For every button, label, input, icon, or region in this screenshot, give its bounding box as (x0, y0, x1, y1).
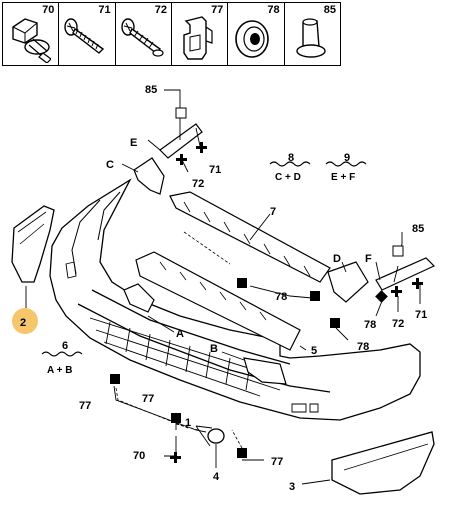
parts-legend-bar: 70 71 72 77 (2, 2, 341, 66)
screw-icon (64, 18, 105, 54)
fastener-markers (110, 107, 423, 463)
callout-78-mid: 78 (275, 291, 287, 303)
parts-cell-78[interactable]: 78 (228, 3, 285, 65)
screw-72-cross-top (176, 154, 187, 165)
parts-cell-72[interactable]: 72 (116, 3, 172, 65)
kit-6-number: 6 (62, 340, 68, 352)
part-number: 78 (267, 4, 280, 16)
callout-71-right: 71 (415, 309, 427, 321)
kit-9-number: 9 (344, 152, 350, 164)
clip-77-square-right (237, 448, 247, 458)
callout-A: A (176, 328, 184, 340)
kit-underlines (41, 161, 367, 357)
right-lower-trim[interactable] (331, 431, 435, 495)
grommet-icon (235, 20, 270, 58)
callout-1: 1 (185, 417, 191, 429)
grommet-78-square-lower (330, 318, 340, 328)
callout-E: E (130, 137, 137, 149)
callout-85-right: 85 (412, 223, 424, 235)
screw-71-cross-right (412, 278, 423, 289)
push-rivet-icon (295, 18, 326, 58)
callout-2: 2 (20, 317, 26, 329)
callout-3: 3 (289, 481, 295, 493)
absorber-teeth (159, 261, 267, 321)
rivet-85-square-top (175, 107, 187, 119)
parts-cell-70[interactable]: 70 (3, 3, 60, 65)
parts-cell-85[interactable]: 85 (285, 3, 340, 65)
kit-8-parts: C + D (275, 172, 301, 183)
clip-77-square-mid (171, 413, 181, 423)
callout-B: B (210, 343, 218, 355)
callout-D: D (333, 253, 341, 265)
bolt-washer-icon (12, 18, 51, 63)
callout-F: F (365, 253, 372, 265)
bracket-A[interactable] (123, 283, 155, 313)
part-number: 72 (154, 4, 167, 16)
callout-4: 4 (213, 471, 220, 483)
screw-72-cross-right (391, 286, 402, 297)
bracket-B[interactable] (243, 357, 287, 385)
clip-77-square-left (110, 374, 120, 384)
grommet-78-square-mid-2 (310, 291, 320, 301)
bracket-D[interactable] (327, 261, 369, 303)
callout-71-top: 71 (209, 164, 221, 176)
part-number: 85 (323, 4, 336, 16)
callout-78-lower: 78 (357, 341, 369, 353)
grommet-78-diamond (375, 290, 388, 303)
callout-77-right: 77 (271, 456, 283, 468)
upper-absorber-7[interactable] (169, 191, 331, 283)
clip-icon (183, 16, 213, 60)
bracket-F[interactable] (375, 257, 436, 291)
leader-lines (25, 89, 421, 485)
callout-77-mid: 77 (142, 393, 154, 405)
kit-9-parts: E + F (331, 172, 355, 183)
callout-85-top: 85 (145, 84, 157, 96)
callout-78-right: 78 (364, 319, 376, 331)
absorber-teeth (183, 201, 311, 277)
parts-cell-71[interactable]: 71 (59, 3, 116, 65)
bracket-E[interactable] (159, 123, 203, 159)
highlight-circle-2[interactable] (12, 308, 38, 334)
trim-ribs (343, 443, 429, 471)
dashed-leader-lines (115, 231, 243, 449)
part-number: 70 (42, 4, 55, 16)
callout-C: C (106, 159, 114, 171)
rivet-85-square-right (392, 245, 404, 257)
grommet-78-square-mid-1 (237, 278, 247, 288)
callout-5: 5 (311, 345, 317, 357)
callout-72-top: 72 (192, 178, 204, 190)
trim-ribs (17, 211, 47, 245)
bolt-70-cross (170, 452, 181, 463)
callout-7: 7 (270, 206, 276, 218)
screw-71-cross-top (196, 142, 207, 153)
screw-collar-icon (120, 18, 164, 57)
parts-cell-77[interactable]: 77 (172, 3, 229, 65)
callout-70: 70 (133, 450, 145, 462)
kit-8-number: 8 (288, 152, 294, 164)
callout-72-right: 72 (392, 318, 404, 330)
bracket-C[interactable] (133, 157, 165, 195)
kit-6-parts: A + B (47, 365, 72, 376)
rear-bumper-shell[interactable] (49, 178, 421, 421)
left-corner-trim[interactable] (11, 205, 55, 283)
plug-4[interactable] (207, 428, 225, 444)
callout-77-left: 77 (79, 400, 91, 412)
lower-absorber-5[interactable] (135, 251, 301, 351)
part-number: 71 (98, 4, 111, 16)
part-number: 77 (211, 4, 224, 16)
